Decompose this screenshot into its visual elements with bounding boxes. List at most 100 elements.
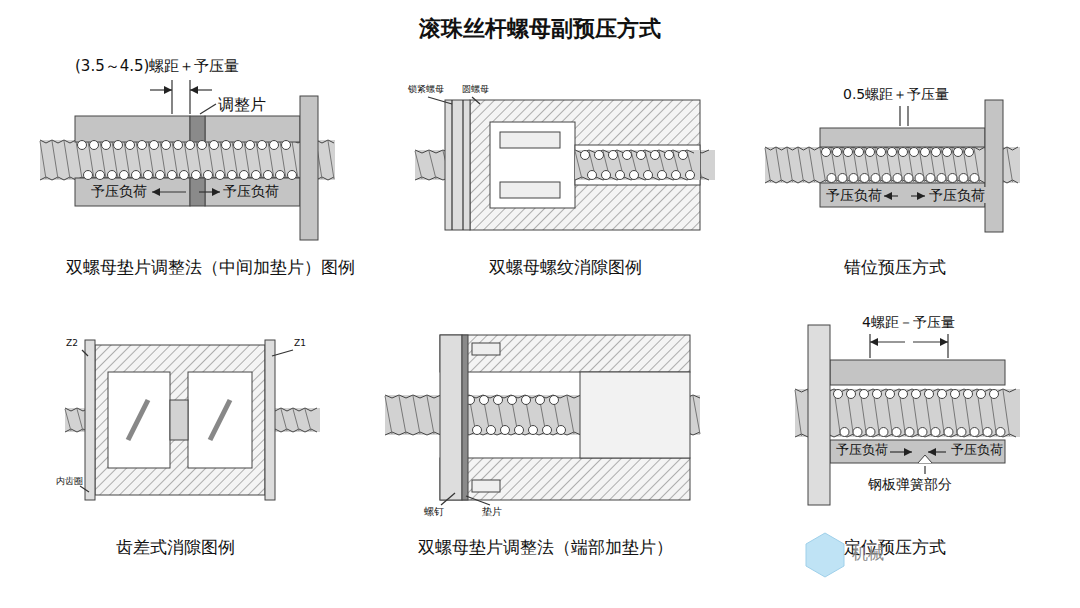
nut-flange <box>300 96 318 240</box>
nut-housing <box>470 100 700 230</box>
ball-track <box>575 145 700 185</box>
dimension-line <box>947 334 948 358</box>
double-nut-thread <box>415 97 715 230</box>
leader-line <box>272 350 293 356</box>
part-name: 锁紧螺母 <box>408 84 444 94</box>
load-label: 予压负荷 <box>825 187 883 203</box>
watermark-logo <box>806 533 844 577</box>
leader-line <box>80 486 89 492</box>
end-nut <box>440 335 462 500</box>
nut-bore <box>580 372 690 458</box>
dimension-label: (3.5～4.5)螺距＋予压量 <box>75 58 239 75</box>
part-name: 内齿圈 <box>56 476 83 486</box>
load-label: 予压负荷 <box>90 183 148 199</box>
dimension-arrow <box>190 89 212 90</box>
leader-line <box>466 496 490 505</box>
steel-balls <box>78 141 297 180</box>
load-label: 予压负荷 <box>950 443 1004 458</box>
dimension-arrow <box>870 341 905 342</box>
nut-body <box>75 116 190 142</box>
dimension-line <box>907 106 908 126</box>
steel-balls <box>822 148 980 183</box>
figure-caption: 双螺母垫片调整法（中间加垫片）图例 <box>66 258 355 278</box>
spring-preload <box>795 325 1020 505</box>
double-nut-middle-shim <box>40 80 335 240</box>
part-name: 调整片 <box>218 96 266 114</box>
part-name: 圆螺母 <box>462 84 489 94</box>
nut-body <box>820 128 985 147</box>
nut-body <box>440 335 690 372</box>
dimension-label: 4螺距－予压量 <box>862 314 955 330</box>
dimension-arrow <box>150 89 172 90</box>
dimension-line <box>869 334 870 358</box>
leader-line <box>200 104 216 114</box>
load-arrow <box>884 195 898 196</box>
double-nut-end-shim <box>385 335 700 505</box>
cavity <box>490 122 575 208</box>
spring-notch <box>918 455 932 463</box>
dimension-arrow <box>913 341 948 342</box>
figure-caption: 错位预压方式 <box>844 258 946 278</box>
shim <box>190 116 205 142</box>
spacer <box>500 182 560 198</box>
gear-label: Z1 <box>294 338 306 348</box>
part-name: 垫片 <box>482 506 502 518</box>
screw-gap <box>170 400 188 440</box>
steel-balls <box>466 396 566 435</box>
leader-line <box>428 97 452 104</box>
gear-label: Z2 <box>66 338 78 348</box>
load-arrow <box>152 191 186 192</box>
nut-body <box>820 183 985 207</box>
page-title: 滚珠丝杆螺母副预压方式 <box>419 16 661 41</box>
shim <box>462 335 468 500</box>
offset-preload <box>765 100 1020 232</box>
nut-edge <box>451 100 452 230</box>
nut-bore <box>108 372 170 468</box>
return-slot <box>128 400 148 440</box>
return-slot <box>210 400 230 440</box>
figure-caption: 双螺母螺纹消隙图例 <box>489 258 642 278</box>
load-arrow <box>199 191 220 192</box>
leader-line <box>82 350 88 356</box>
nut-flange <box>808 325 830 505</box>
leader-line <box>472 97 480 104</box>
nut-body <box>205 116 300 142</box>
steel-balls <box>834 390 1006 437</box>
load-label: 予压负荷 <box>835 443 889 458</box>
watermark: 机械 <box>852 545 884 563</box>
internal-gear <box>265 340 275 500</box>
nut-flange <box>985 100 1003 232</box>
screw-shaft <box>575 150 700 180</box>
part-name: 螺钉 <box>424 506 444 518</box>
load-label: 予压负荷 <box>928 187 986 203</box>
leader-line <box>924 466 925 474</box>
load-arrow <box>890 451 912 452</box>
dimension-line <box>189 80 190 114</box>
screw-shaft <box>765 147 1020 183</box>
figure-caption: 双螺母垫片调整法（端部加垫片） <box>418 538 673 558</box>
leader-line <box>441 493 455 505</box>
screw-shaft <box>40 140 335 180</box>
load-label: 予压负荷 <box>222 183 280 199</box>
internal-gear <box>85 340 95 500</box>
dimension-line <box>899 106 900 126</box>
nut-edge <box>462 100 463 230</box>
lock-nut <box>445 100 470 230</box>
gear-difference <box>65 340 320 500</box>
part-name: 钢板弹簧部分 <box>868 476 952 492</box>
nut-body <box>95 345 265 495</box>
dimension-label: 0.5螺距＋予压量 <box>843 86 949 102</box>
dimension-line <box>171 80 172 114</box>
figure-caption: 齿差式消隙图例 <box>116 538 235 558</box>
screw-bolt <box>472 343 500 355</box>
nut-bore <box>188 372 252 468</box>
nut-body <box>440 458 690 500</box>
nut-body <box>830 440 1005 463</box>
nut-body <box>830 360 1005 385</box>
load-arrow <box>911 195 925 196</box>
spacer <box>500 132 560 148</box>
nut-body <box>75 178 190 206</box>
screw-bolt <box>472 480 500 492</box>
steel-balls <box>581 151 695 180</box>
